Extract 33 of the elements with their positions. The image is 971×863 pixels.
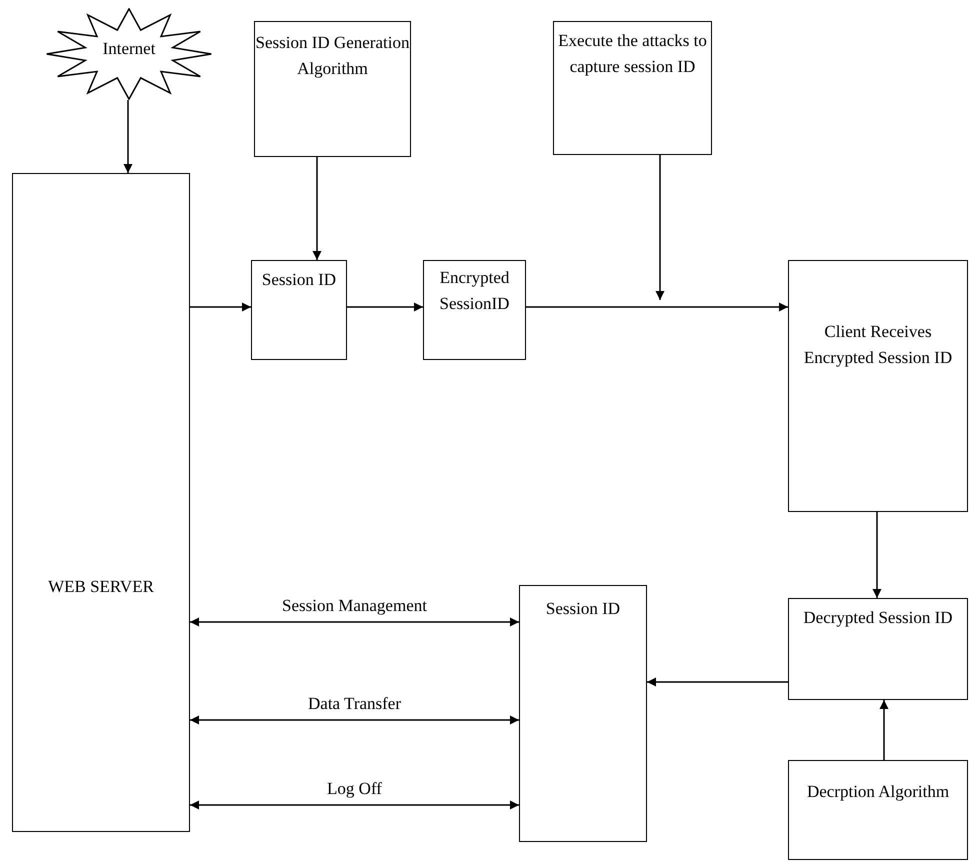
node-text: Client Receives Encrypted Session ID bbox=[802, 321, 954, 369]
edge-label: Log Off bbox=[325, 779, 384, 799]
process-box bbox=[251, 260, 347, 360]
node-text: Encrypted SessionID bbox=[438, 267, 510, 314]
node-text: Session ID bbox=[544, 598, 622, 620]
node-text: WEB SERVER bbox=[47, 576, 155, 598]
process-box bbox=[254, 21, 411, 157]
arrow bbox=[647, 678, 788, 686]
node-text: Decrption Algorithm bbox=[806, 781, 950, 803]
arrow bbox=[190, 716, 519, 724]
node-text: Internet bbox=[102, 38, 156, 60]
process-box bbox=[553, 21, 712, 155]
starburst-shape bbox=[45, 8, 213, 100]
node-text: Session ID bbox=[260, 269, 338, 291]
arrow bbox=[312, 157, 322, 260]
process-box bbox=[788, 260, 968, 512]
arrow bbox=[190, 800, 519, 810]
node-text: Decrypted Session ID bbox=[802, 607, 954, 629]
server-box bbox=[12, 173, 190, 832]
process-box bbox=[519, 585, 647, 842]
process-box bbox=[788, 760, 968, 860]
arrow bbox=[190, 618, 519, 626]
arrow bbox=[880, 700, 888, 760]
arrow bbox=[872, 512, 882, 598]
node-text: Session ID Generation Algorithm bbox=[255, 32, 410, 80]
process-box bbox=[423, 260, 526, 360]
arrow bbox=[347, 302, 423, 312]
arrow bbox=[190, 302, 251, 312]
arrow bbox=[124, 100, 132, 173]
node-text: Execute the attacks to capture session ID bbox=[557, 30, 708, 78]
process-box bbox=[788, 598, 968, 700]
arrow bbox=[526, 302, 788, 312]
arrow bbox=[656, 155, 664, 300]
